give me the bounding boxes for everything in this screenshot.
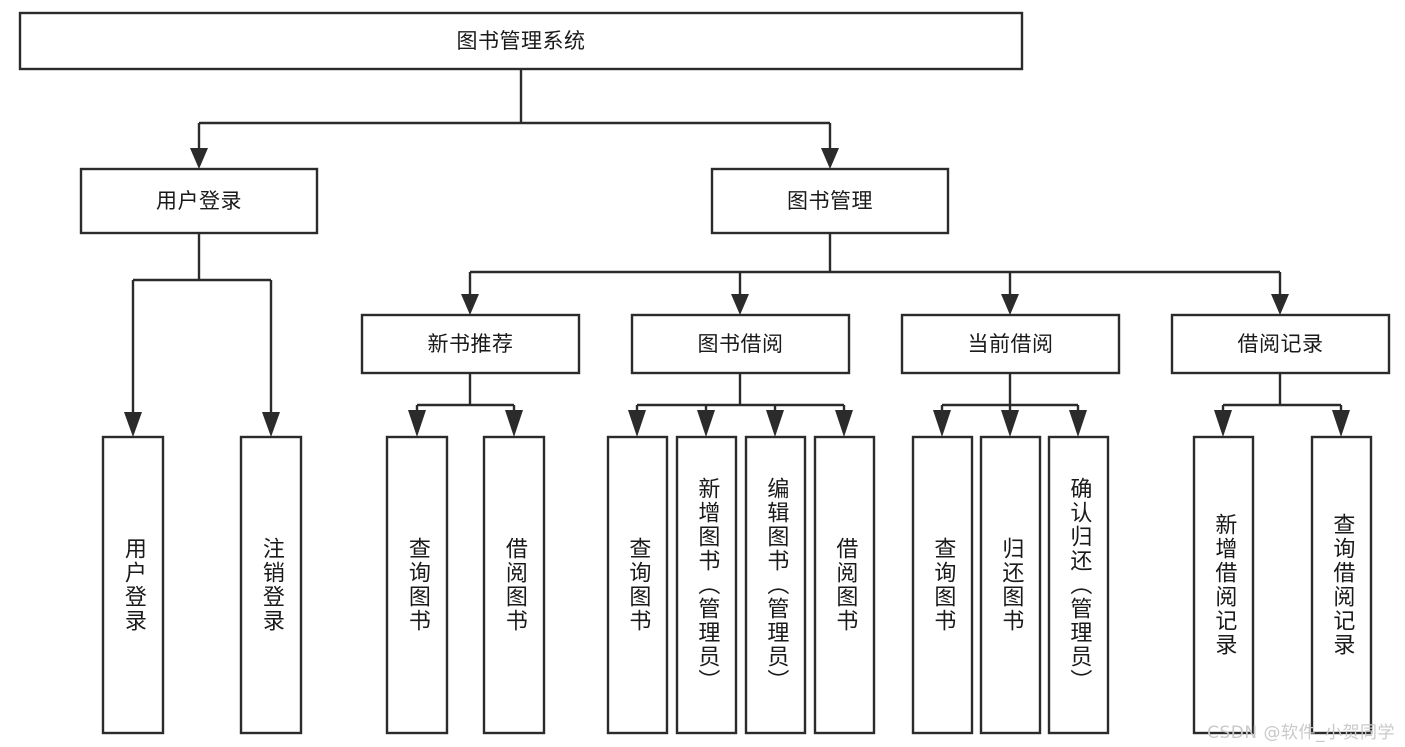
arrowhead-book-management bbox=[821, 148, 839, 169]
arrowhead-leaf-query-record bbox=[1332, 410, 1350, 437]
node-box-leaf-query-book-2[interactable] bbox=[606, 435, 669, 735]
arrowhead-leaf-user-login bbox=[124, 412, 142, 437]
node-box-leaf-edit-book[interactable] bbox=[744, 435, 807, 735]
arrowhead-new-book-recommend bbox=[461, 294, 479, 315]
node-box-leaf-return-book[interactable] bbox=[979, 435, 1042, 735]
arrowhead-leaf-edit-book bbox=[766, 410, 784, 437]
node-box-leaf-borrow-book-1[interactable] bbox=[482, 435, 546, 735]
node-box-new-book-recommend[interactable] bbox=[360, 313, 581, 375]
node-box-current-borrow[interactable] bbox=[900, 313, 1121, 375]
node-box-leaf-query-book-3[interactable] bbox=[911, 435, 974, 735]
node-box-borrow-record[interactable] bbox=[1170, 313, 1391, 375]
arrowhead-book-borrow bbox=[731, 294, 749, 315]
arrowhead-leaf-add-record bbox=[1214, 410, 1232, 437]
node-box-leaf-query-record[interactable] bbox=[1310, 435, 1373, 735]
arrowhead-leaf-query-book-2 bbox=[628, 410, 646, 437]
arrowhead-leaf-logout bbox=[262, 412, 280, 437]
arrowhead-leaf-return-book bbox=[1001, 410, 1019, 437]
node-box-leaf-confirm-return[interactable] bbox=[1047, 435, 1110, 735]
node-box-leaf-borrow-book-2[interactable] bbox=[813, 435, 876, 735]
node-box-book-borrow[interactable] bbox=[630, 313, 851, 375]
arrowhead-borrow-record bbox=[1271, 294, 1289, 315]
node-box-book-management[interactable] bbox=[710, 167, 950, 235]
arrowhead-current-borrow bbox=[1001, 294, 1019, 315]
node-box-leaf-query-book-1[interactable] bbox=[385, 435, 449, 735]
arrowhead-leaf-query-book-1 bbox=[408, 410, 426, 437]
node-box-leaf-add-book[interactable] bbox=[675, 435, 738, 735]
node-box-leaf-user-login[interactable] bbox=[101, 435, 165, 735]
watermark-text: CSDN @软件_小贺同学 bbox=[1207, 723, 1395, 743]
node-box-leaf-logout[interactable] bbox=[239, 435, 303, 735]
node-box-leaf-add-record[interactable] bbox=[1192, 435, 1255, 735]
node-box-user-login[interactable] bbox=[79, 167, 319, 235]
arrowhead-leaf-confirm-return bbox=[1069, 410, 1087, 437]
arrowhead-user-login bbox=[190, 148, 208, 169]
node-box-root[interactable] bbox=[18, 11, 1024, 71]
arrowhead-leaf-borrow-book-2 bbox=[835, 410, 853, 437]
arrowhead-leaf-add-book bbox=[697, 410, 715, 437]
arrowhead-leaf-borrow-book-1 bbox=[505, 410, 523, 437]
arrowhead-leaf-query-book-3 bbox=[933, 410, 951, 437]
